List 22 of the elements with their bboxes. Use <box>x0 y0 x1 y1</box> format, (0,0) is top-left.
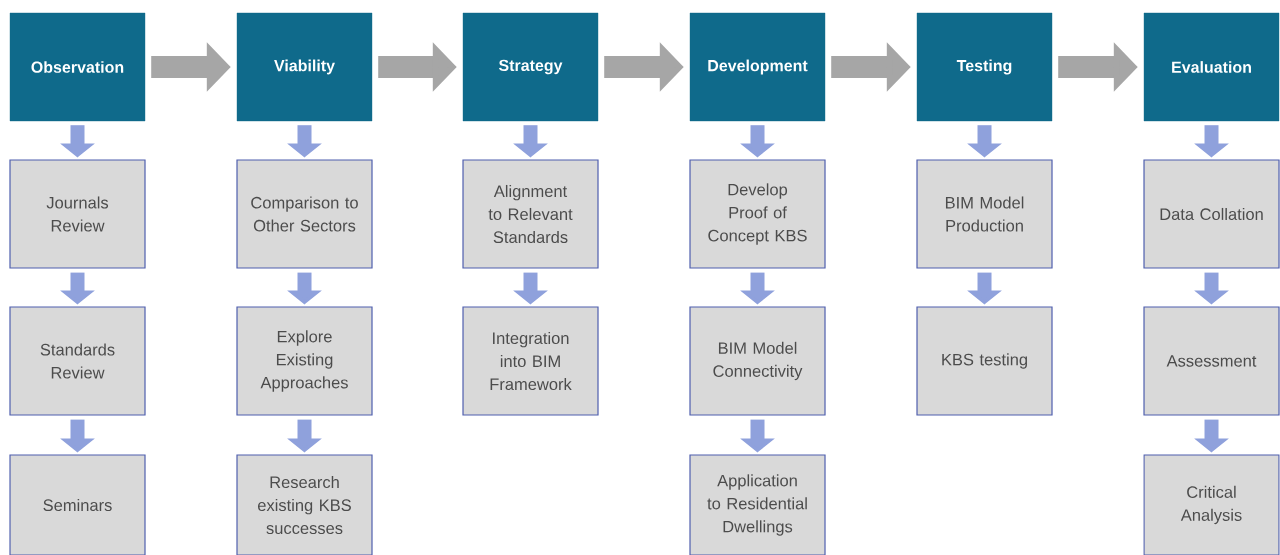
activity-box: Assessment <box>1143 306 1280 416</box>
stage-box: Viability <box>236 12 373 122</box>
activity-box: Explore Existing Approaches <box>236 306 373 416</box>
stage-box: Testing <box>916 12 1053 122</box>
activity-box: Seminars <box>9 454 146 555</box>
activity-box: Research existing KBS successes <box>236 454 373 555</box>
activity-box: KBS testing <box>916 306 1053 416</box>
activity-box: Journals Review <box>9 159 146 269</box>
activity-box: Integration into BIM Framework <box>462 306 599 416</box>
activity-box: Standards Review <box>9 306 146 416</box>
activity-box: Data Collation <box>1143 159 1280 269</box>
activity-box: Alignment to Relevant Standards <box>462 159 599 269</box>
stage-box: Evaluation <box>1143 12 1280 122</box>
stage-box: Strategy <box>462 12 599 122</box>
activity-box: Critical Analysis <box>1143 454 1280 555</box>
activity-box: BIM Model Connectivity <box>689 306 826 416</box>
stage-box: Observation <box>9 12 146 122</box>
activity-box: Develop Proof of Concept KBS <box>689 159 826 269</box>
activity-box: Comparison to Other Sectors <box>236 159 373 269</box>
stage-box: Development <box>689 12 826 122</box>
activity-box: Application to Residential Dwellings <box>689 454 826 555</box>
activity-box: BIM Model Production <box>916 159 1053 269</box>
